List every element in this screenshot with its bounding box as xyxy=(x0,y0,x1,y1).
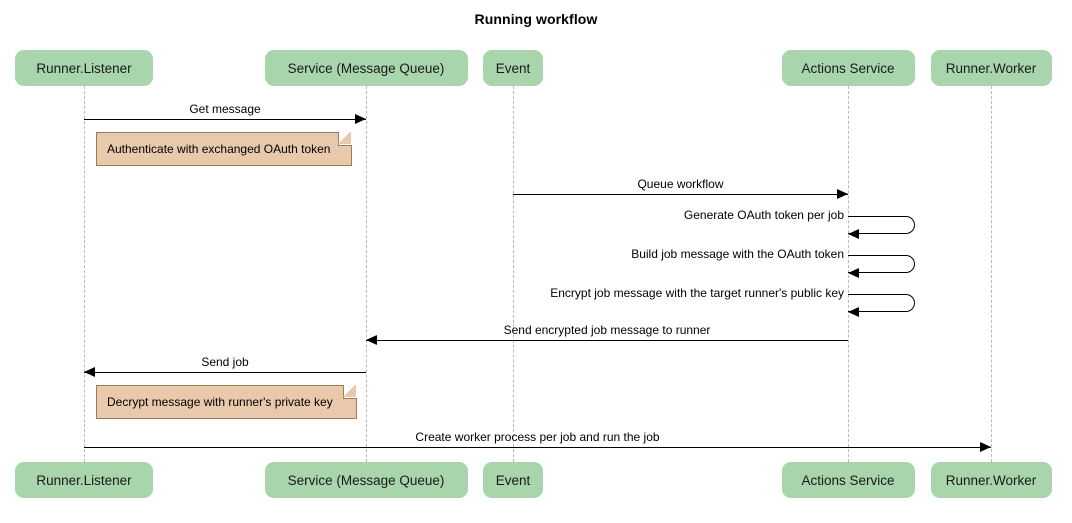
lifeline-event xyxy=(513,86,514,462)
note-fold-corner-icon xyxy=(338,131,352,146)
arrowhead-encrypt-job-message xyxy=(848,306,859,317)
self-loop-generate-oauth-token xyxy=(848,216,915,234)
actor-label: Service (Message Queue) xyxy=(287,60,445,76)
message-label-create-worker-process: Create worker process per job and run th… xyxy=(415,430,660,444)
message-label-queue-workflow: Queue workflow xyxy=(637,177,724,191)
actor-top-event[interactable]: Event xyxy=(483,50,543,86)
self-message-label-generate-oauth-token: Generate OAuth token per job xyxy=(683,208,844,222)
note-authenticate-note: Authenticate with exchanged OAuth token xyxy=(96,131,352,166)
lifeline-service-message-queue xyxy=(366,86,367,462)
arrowhead-queue-workflow xyxy=(837,189,848,200)
page-title: Running workflow xyxy=(474,11,598,27)
self-loop-encrypt-job-message xyxy=(848,294,915,312)
actor-bottom-runner-listener[interactable]: Runner.Listener xyxy=(15,462,153,498)
arrowhead-get-message xyxy=(355,114,366,125)
actor-top-service-message-queue[interactable]: Service (Message Queue) xyxy=(264,50,468,86)
actor-label: Runner.Worker xyxy=(945,60,1037,76)
message-line-send-job xyxy=(84,372,366,373)
note-text: Authenticate with exchanged OAuth token xyxy=(107,142,331,156)
lifeline-runner-listener xyxy=(84,86,85,462)
arrowhead-send-encrypted-job-message xyxy=(366,335,377,346)
self-loop-build-job-message xyxy=(848,255,915,273)
message-line-create-worker-process xyxy=(84,447,991,448)
actor-bottom-runner-worker[interactable]: Runner.Worker xyxy=(930,462,1052,498)
actor-bottom-service-message-queue[interactable]: Service (Message Queue) xyxy=(264,462,468,498)
message-label-send-job: Send job xyxy=(201,355,249,369)
actor-label: Actions Service xyxy=(801,60,895,76)
message-label-get-message: Get message xyxy=(189,102,261,116)
actor-label: Runner.Listener xyxy=(36,60,132,76)
message-line-send-encrypted-job-message xyxy=(366,340,848,341)
arrowhead-create-worker-process xyxy=(980,442,991,453)
arrowhead-build-job-message xyxy=(848,267,859,278)
actor-top-runner-listener[interactable]: Runner.Listener xyxy=(15,50,153,86)
arrowhead-send-job xyxy=(84,367,95,378)
message-line-queue-workflow xyxy=(513,194,848,195)
actor-label: Service (Message Queue) xyxy=(287,472,445,488)
actor-bottom-event[interactable]: Event xyxy=(483,462,543,498)
actor-label: Event xyxy=(495,60,531,76)
note-decrypt-note: Decrypt message with runner's private ke… xyxy=(96,384,357,419)
actor-label: Actions Service xyxy=(801,472,895,488)
note-fold-corner-icon xyxy=(343,384,357,399)
actor-label: Runner.Worker xyxy=(945,472,1037,488)
self-message-label-encrypt-job-message: Encrypt job message with the target runn… xyxy=(550,286,844,300)
actor-top-actions-service[interactable]: Actions Service xyxy=(781,50,915,86)
note-text: Decrypt message with runner's private ke… xyxy=(107,395,333,409)
self-message-label-build-job-message: Build job message with the OAuth token xyxy=(631,247,844,261)
actor-bottom-actions-service[interactable]: Actions Service xyxy=(781,462,915,498)
lifeline-runner-worker xyxy=(991,86,992,462)
actor-label: Event xyxy=(495,472,531,488)
message-line-get-message xyxy=(84,119,366,120)
message-label-send-encrypted-job-message: Send encrypted job message to runner xyxy=(503,323,711,337)
actor-label: Runner.Listener xyxy=(36,472,132,488)
arrowhead-generate-oauth-token xyxy=(848,228,859,239)
actor-top-runner-worker[interactable]: Runner.Worker xyxy=(930,50,1052,86)
